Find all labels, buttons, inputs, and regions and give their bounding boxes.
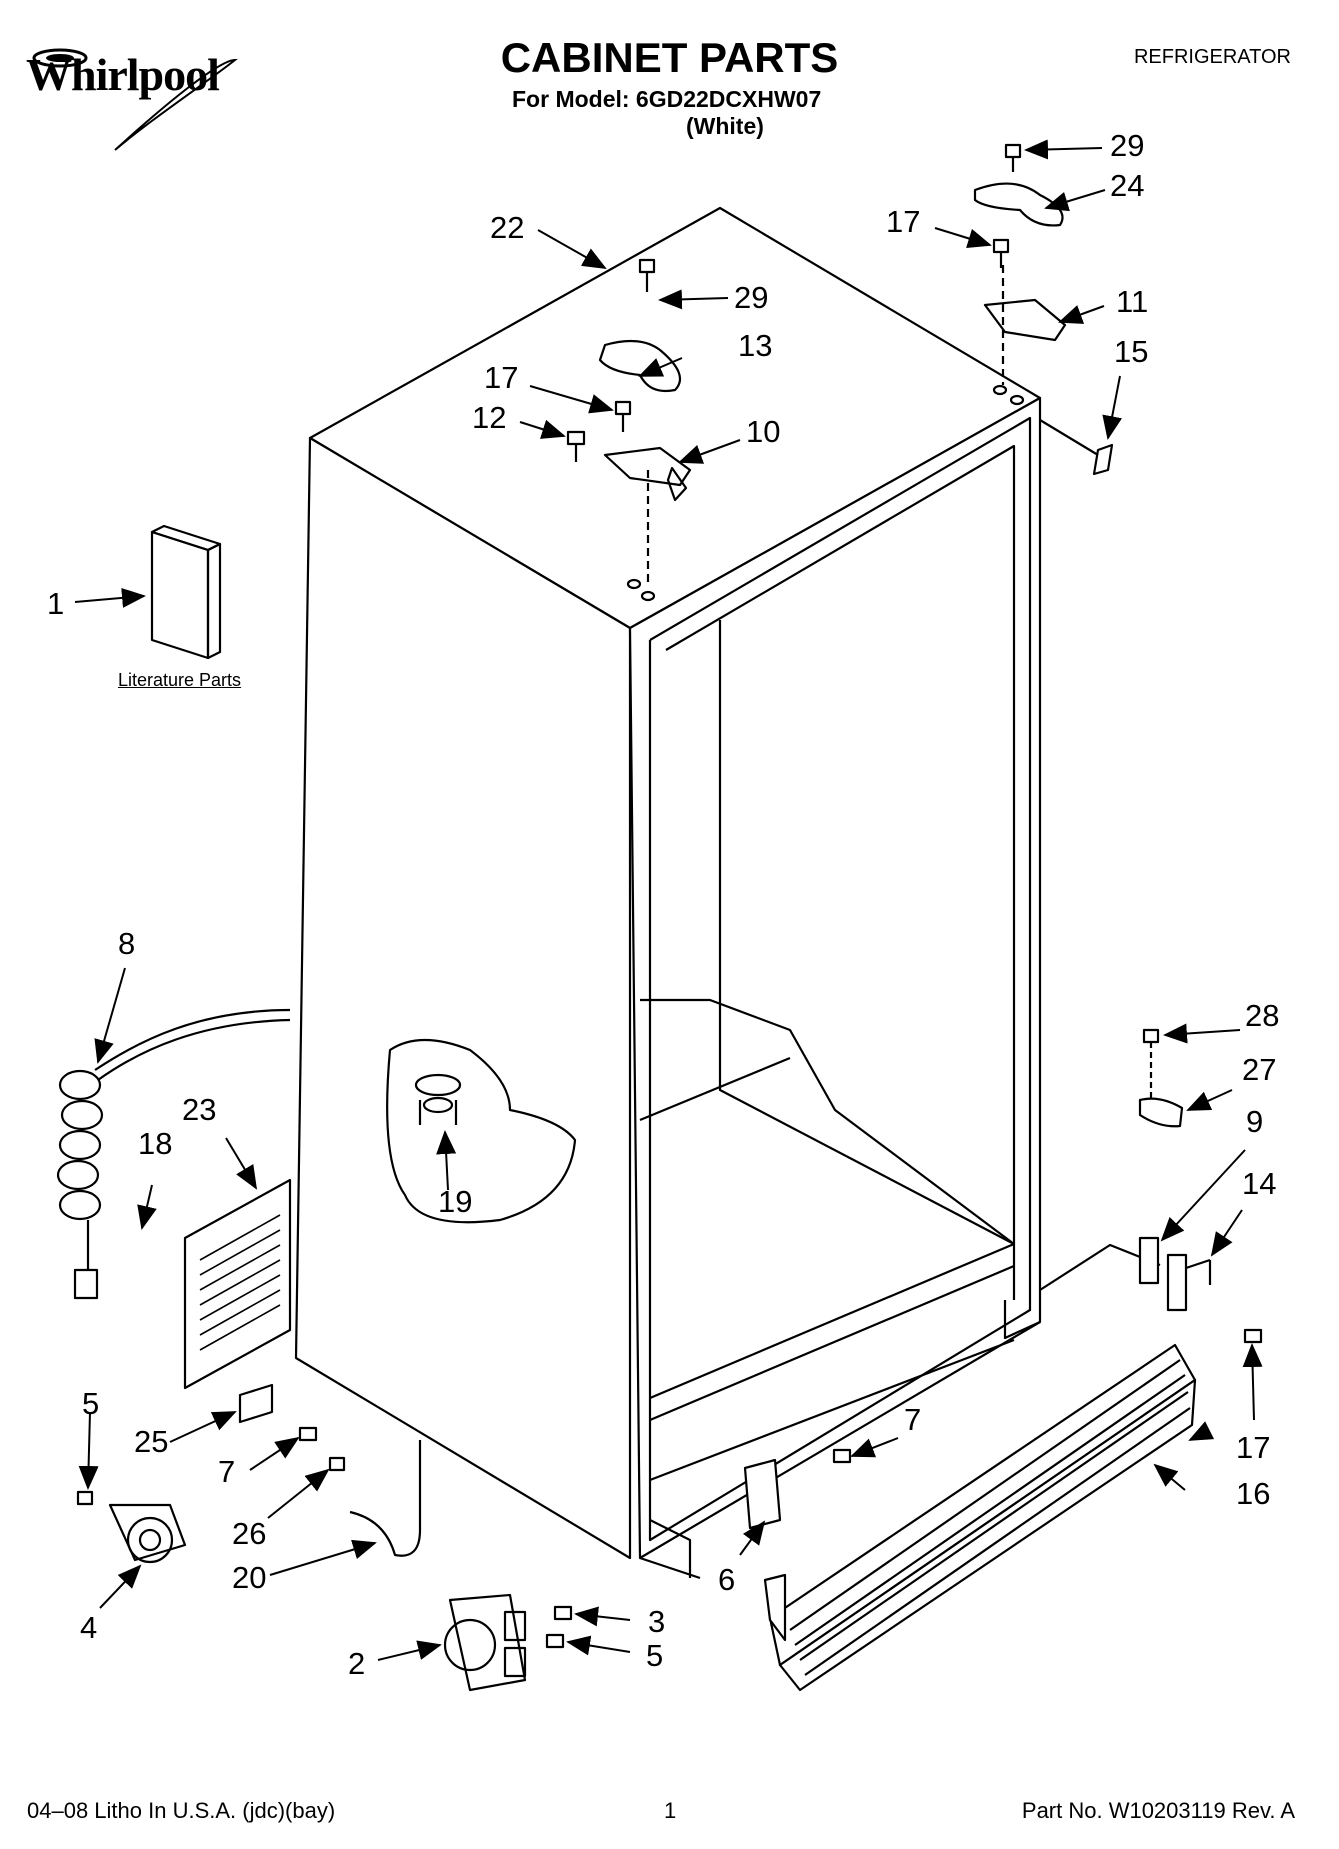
cabinet-part-22 (294, 206, 1161, 1580)
model-color: (White) (686, 113, 764, 139)
whirlpool-swoosh-icon (32, 48, 238, 151)
callout-13: 13 (738, 328, 773, 363)
hinge-bracket-part-10 (603, 446, 692, 602)
callout-19: 19 (438, 1184, 473, 1219)
roller-part-4 (108, 1503, 187, 1564)
clamp-part-25 (238, 1383, 274, 1424)
clip-part-15 (1092, 443, 1114, 476)
hinge-bracket-part-11 (983, 265, 1067, 406)
callout-7: 7 (904, 1402, 922, 1437)
callout-2: 2 (348, 1646, 366, 1681)
print-info: 04–08 Litho In U.S.A. (jdc)(bay) (27, 1798, 336, 1823)
screw-parts (76, 143, 1263, 1649)
leveler-part-19 (386, 1038, 577, 1224)
toe-grille-part-16 (763, 1343, 1197, 1692)
callout-10: 10 (746, 414, 781, 449)
callout-28: 28 (1245, 998, 1280, 1033)
literature-parts-label: Literature Parts (118, 670, 242, 690)
callout-5: 5 (82, 1386, 100, 1421)
callout-25: 25 (134, 1424, 169, 1459)
callout-7: 7 (218, 1454, 236, 1489)
roller-part-2 (443, 1593, 527, 1692)
callout-27: 27 (1242, 1052, 1277, 1087)
page-number: 1 (664, 1798, 677, 1823)
callout-8: 8 (118, 926, 136, 961)
part-number: Part No. W10203119 Rev. A (1021, 1798, 1295, 1823)
callout-18: 18 (138, 1126, 173, 1161)
callout-9: 9 (1246, 1104, 1264, 1139)
callout-17: 17 (1236, 1430, 1271, 1465)
callout-12: 12 (472, 400, 507, 435)
callout-20: 20 (232, 1560, 267, 1595)
callout-5: 5 (646, 1638, 664, 1673)
callout-15: 15 (1114, 334, 1149, 369)
callout-29: 29 (734, 280, 769, 315)
grille-bracket-part-6 (743, 1458, 782, 1530)
drain-tube-part-20 (349, 1440, 422, 1557)
callout-14: 14 (1242, 1166, 1277, 1201)
callout-26: 26 (232, 1516, 267, 1551)
callout-4: 4 (80, 1610, 98, 1645)
callout-1: 1 (47, 586, 65, 621)
hinge-part-9 (1138, 1236, 1160, 1285)
callout-17: 17 (886, 204, 921, 239)
callout-23: 23 (182, 1092, 217, 1127)
callout-24: 24 (1110, 168, 1145, 203)
callout-29: 29 (1110, 128, 1145, 163)
model-number: For Model: 6GD22DCXHW07 (512, 86, 822, 112)
page-title: CABINET PARTS (500, 34, 839, 81)
appliance-type: REFRIGERATOR (1133, 46, 1291, 68)
callout-6: 6 (718, 1562, 736, 1597)
hinge-cover-part-24 (973, 182, 1064, 227)
callout-11: 11 (1116, 284, 1149, 319)
literature-part-1 (150, 524, 222, 660)
callout-17: 17 (484, 360, 519, 395)
callout-22: 22 (490, 210, 525, 245)
rear-panel-part-23 (183, 1178, 292, 1390)
callout-16: 16 (1236, 1476, 1271, 1511)
callout-3: 3 (648, 1604, 666, 1639)
hinge-part-14 (1166, 1253, 1212, 1312)
spacer-part-27 (1138, 1097, 1184, 1128)
